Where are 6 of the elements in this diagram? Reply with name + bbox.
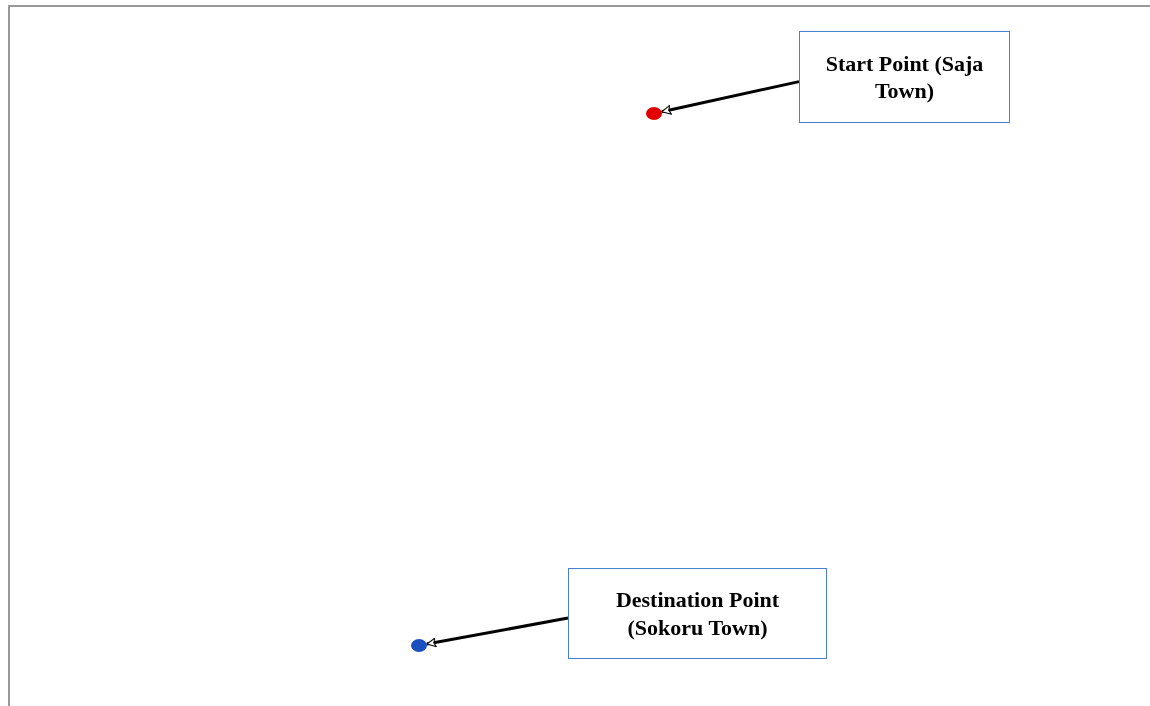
location-marker: [646, 107, 662, 120]
arrow: [661, 80, 800, 115]
location-marker: [411, 639, 427, 652]
callout-box: Destination Point (Sokoru Town): [568, 568, 827, 659]
callout-box: Start Point (Saja Town): [799, 31, 1010, 123]
arrow: [426, 616, 569, 648]
